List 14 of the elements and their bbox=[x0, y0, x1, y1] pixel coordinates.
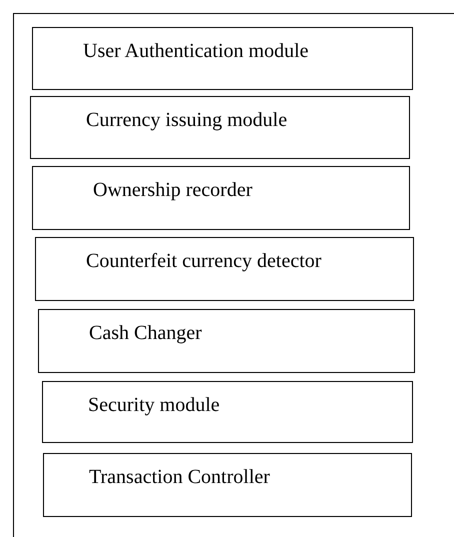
module-box bbox=[43, 453, 412, 517]
module-label: Counterfeit currency detector bbox=[86, 250, 322, 273]
module-label: Transaction Controller bbox=[89, 466, 270, 489]
module-label: Currency issuing module bbox=[86, 109, 288, 132]
module-label: Cash Changer bbox=[89, 322, 202, 345]
module-box bbox=[42, 381, 413, 443]
module-label: Ownership recorder bbox=[93, 179, 252, 202]
module-label: Security module bbox=[88, 394, 220, 417]
module-box bbox=[35, 237, 414, 301]
module-box bbox=[32, 166, 410, 230]
module-box bbox=[38, 309, 415, 373]
module-box bbox=[32, 27, 413, 90]
module-label: User Authentication module bbox=[83, 40, 309, 63]
module-box bbox=[30, 96, 410, 159]
